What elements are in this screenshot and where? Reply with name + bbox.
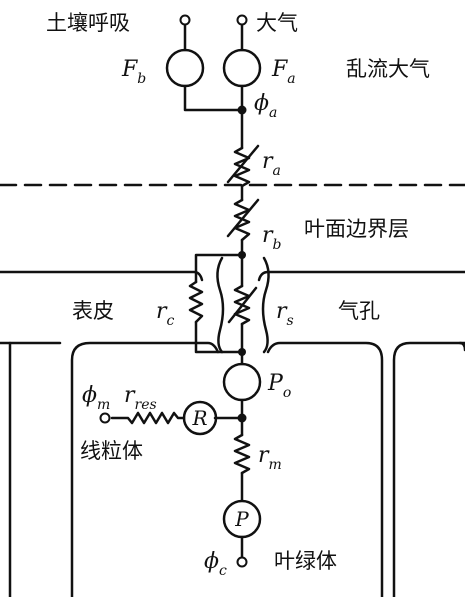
main-cell-left: [70, 341, 220, 597]
resistor-rb-arrow: [226, 198, 260, 238]
stoma-left-wall: [216, 256, 225, 354]
label-mitochondria: 线粒体: [80, 439, 143, 463]
label-leaf-boundary-layer: 叶面边界层: [304, 217, 409, 241]
resistor-rs-arrow: [227, 286, 258, 324]
source-fa: [222, 48, 262, 88]
wire-fb-node: [183, 84, 244, 112]
label-atmosphere: 大气: [256, 11, 298, 35]
symbol-fb: Fb: [121, 57, 146, 87]
symbol-r-circle: R: [191, 406, 207, 430]
node-r: [237, 413, 247, 423]
source-po: [222, 362, 262, 402]
symbol-rres: rres: [124, 383, 157, 413]
symbol-po: Po: [267, 371, 291, 401]
wire-rc-top: [194, 253, 244, 284]
stoma-right-wall: [261, 256, 270, 354]
main-cell-right: [266, 341, 384, 597]
symbol-ra: ra: [262, 149, 281, 179]
node-top-parallel: [238, 251, 246, 259]
resistor-rm: [233, 433, 251, 475]
symbol-rb: rb: [262, 223, 282, 253]
symbol-fa: Fa: [271, 57, 296, 87]
epidermis-top-left: [0, 270, 204, 282]
symbol-phi-m: ϕm: [82, 383, 110, 413]
symbol-phi-c: ϕc: [204, 549, 227, 579]
resistor-rc: [188, 280, 204, 324]
symbol-rm: rm: [258, 443, 282, 473]
terminal-phi-c: [236, 556, 248, 568]
label-stoma: 气孔: [338, 299, 380, 323]
symbol-p-circle: P: [234, 507, 249, 531]
label-epidermis: 表皮: [72, 299, 114, 323]
node-bottom-parallel: [238, 348, 246, 356]
terminal-soil: [179, 14, 191, 26]
symbol-rs: rs: [276, 299, 294, 329]
resistor-ra-arrow: [226, 144, 260, 184]
terminal-phi-m: [99, 412, 111, 424]
label-chloroplast: 叶绿体: [274, 549, 337, 573]
symbol-phi-a: ϕa: [254, 91, 277, 121]
terminal-atmosphere: [236, 14, 248, 26]
wire-rc-bottom: [194, 320, 244, 354]
node-phi-a: [237, 105, 247, 115]
symbol-rc: rc: [156, 299, 175, 329]
label-turbulent-atmosphere: 乱流大气: [346, 57, 430, 81]
epidermis-top-right: [257, 270, 465, 282]
label-soil-respiration: 土壤呼吸: [46, 11, 130, 35]
resistor-rres: [110, 411, 186, 425]
right-cell: [392, 341, 465, 597]
source-fb: [165, 48, 205, 88]
